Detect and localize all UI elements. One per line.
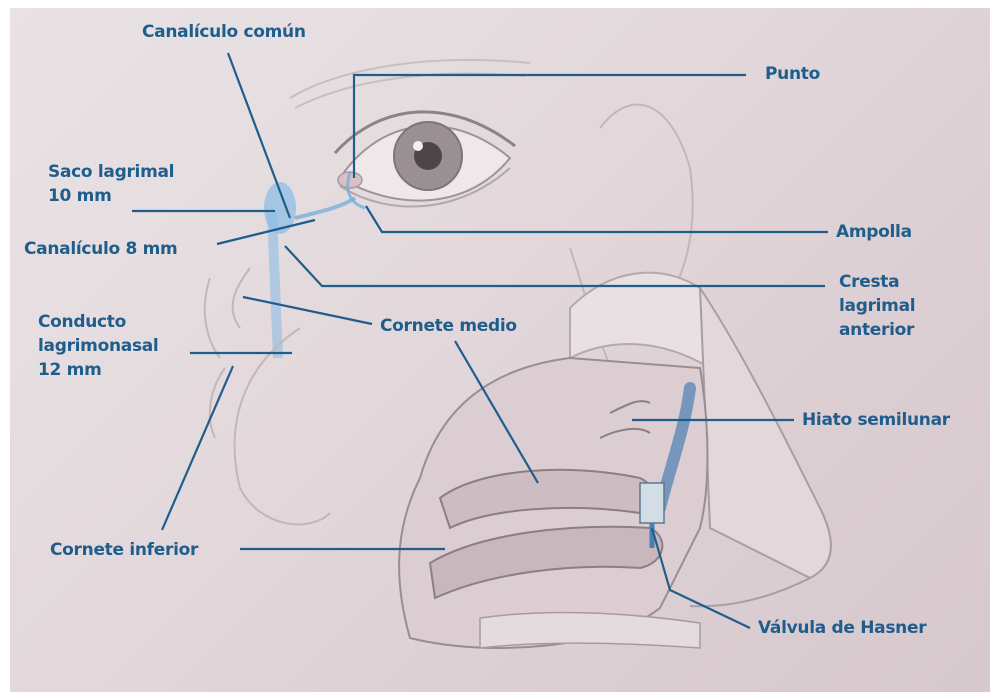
label-valvula-hasner: Válvula de Hasner — [758, 616, 926, 640]
label-saco-lagrimal-line1: Saco lagrimal — [48, 160, 174, 184]
label-conducto-line2: lagrimonasal — [38, 334, 158, 358]
label-hiato-semilunar: Hiato semilunar — [802, 408, 950, 432]
label-conducto-line3: 12 mm — [38, 358, 158, 382]
label-cresta-line3: anterior — [839, 318, 915, 342]
label-punto: Punto — [765, 62, 820, 86]
label-cresta-lagrimal: Cresta lagrimal anterior — [839, 270, 915, 342]
leader-canaliculo-comun — [228, 53, 290, 218]
anatomy-illustration: Canalículo común Punto Saco lagrimal 10 … — [10, 8, 990, 692]
label-cresta-line2: lagrimal — [839, 294, 915, 318]
label-saco-lagrimal: Saco lagrimal 10 mm — [48, 160, 174, 208]
eye-illustration — [335, 112, 515, 207]
label-conducto-lagrimonasal: Conducto lagrimonasal 12 mm — [38, 310, 158, 382]
label-saco-lagrimal-line2: 10 mm — [48, 184, 174, 208]
label-ampolla: Ampolla — [836, 220, 912, 244]
leader-cornete-inferior-up — [162, 366, 233, 530]
leader-cornete-medio-left — [243, 297, 372, 324]
label-canaliculo-8mm: Canalículo 8 mm — [24, 237, 177, 261]
label-conducto-line1: Conducto — [38, 310, 158, 334]
label-cornete-inferior: Cornete inferior — [50, 538, 198, 562]
label-cresta-line1: Cresta — [839, 270, 915, 294]
label-cornete-medio: Cornete medio — [380, 314, 517, 338]
leader-canaliculo-8mm — [217, 220, 315, 244]
label-canaliculo-comun: Canalículo común — [142, 20, 306, 44]
eyebrow-icon — [290, 60, 530, 108]
lacrimal-drainage-illustration — [264, 173, 365, 358]
leader-ampolla — [366, 206, 828, 232]
leader-cresta-lagrimal — [285, 246, 825, 286]
